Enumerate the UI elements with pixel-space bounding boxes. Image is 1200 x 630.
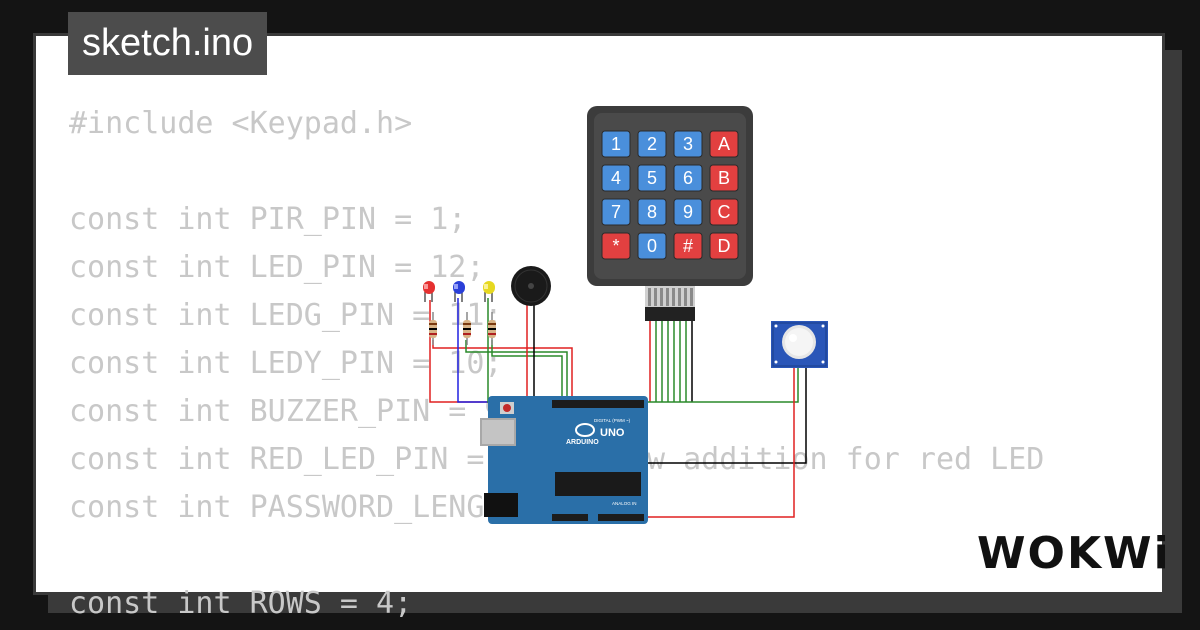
keypad-key-label: 5 <box>647 168 657 188</box>
keypad-key[interactable] <box>601 232 631 260</box>
code-line: const int PIR_PIN = 1; <box>69 202 467 237</box>
keypad-pin <box>648 288 651 306</box>
keypad-pin <box>666 288 669 306</box>
keypad-pin <box>660 288 663 306</box>
keypad-key-label: A <box>718 134 730 154</box>
keypad-key-label: 9 <box>683 202 693 222</box>
arduino-analog-label: ANALOG IN <box>612 501 637 506</box>
keypad-key[interactable] <box>637 164 667 192</box>
keypad-key[interactable] <box>709 198 739 226</box>
keypad-key-label: D <box>718 236 731 256</box>
keypad-key-label: 1 <box>611 134 621 154</box>
keypad-key[interactable] <box>637 198 667 226</box>
keypad-key[interactable] <box>601 198 631 226</box>
keypad-key[interactable] <box>709 164 739 192</box>
keypad-key-label: 6 <box>683 168 693 188</box>
keypad-key[interactable] <box>709 232 739 260</box>
keypad-key-label: C <box>718 202 731 222</box>
keypad-key[interactable] <box>673 232 703 260</box>
code-line: const int BUZZER_PIN = 9; <box>69 394 521 429</box>
keypad-key-label: 0 <box>647 236 657 256</box>
led-blue[interactable] <box>453 281 465 302</box>
code-line: #include <Keypad.h> <box>69 106 413 141</box>
keypad-key[interactable] <box>601 130 631 158</box>
keypad-key-label: 2 <box>647 134 657 154</box>
code-line: const int LEDY_PIN = 10; <box>69 346 503 381</box>
keypad-key-label: 4 <box>611 168 621 188</box>
code-line: const int LEDG_PIN = 11; <box>69 298 503 333</box>
pir-motion-sensor[interactable] <box>771 321 828 368</box>
code-line: const int ROWS = 4; <box>69 586 413 621</box>
keypad-key[interactable] <box>709 130 739 158</box>
led-yellow[interactable] <box>483 281 495 302</box>
keypad-key-label: 3 <box>683 134 693 154</box>
keypad-pin <box>684 288 687 306</box>
keypad-key[interactable] <box>673 198 703 226</box>
arduino-digital-label: DIGITAL (PWM ~) <box>594 418 631 423</box>
keypad-key-label: 8 <box>647 202 657 222</box>
arduino-uno[interactable]: UNO ARDUINO DIGITAL (PWM ~) ANALOG IN <box>480 396 648 524</box>
resistor-2[interactable] <box>463 312 471 345</box>
keypad-key[interactable] <box>673 130 703 158</box>
keypad-pin <box>654 288 657 306</box>
keypad-pin <box>672 288 675 306</box>
wokwi-logo: WOKWi <box>977 528 1171 579</box>
keypad-key[interactable] <box>637 130 667 158</box>
keypad-key-label: 7 <box>611 202 621 222</box>
keypad-key-label: # <box>683 236 693 256</box>
keypad-key-label: B <box>718 168 730 188</box>
keypad-pin <box>678 288 681 306</box>
arduino-model-label: UNO <box>600 427 625 439</box>
keypad-key[interactable] <box>637 232 667 260</box>
keypad-key[interactable] <box>601 164 631 192</box>
keypad-4x4[interactable]: 1 2 3 A 4 5 6 B 7 8 9 C * 0 # D <box>587 106 753 321</box>
buzzer[interactable] <box>511 266 551 306</box>
file-title: sketch.ino <box>68 12 268 75</box>
keypad-key[interactable] <box>673 164 703 192</box>
arduino-brand-label: ARDUINO <box>566 439 599 446</box>
keypad-key-label: * <box>612 236 619 256</box>
resistor-1[interactable] <box>429 312 437 345</box>
code-line: const int LED_PIN = 12; <box>69 250 485 285</box>
resistor-3[interactable] <box>488 312 496 345</box>
led-red[interactable] <box>423 281 435 302</box>
keypad-pin <box>690 288 693 306</box>
